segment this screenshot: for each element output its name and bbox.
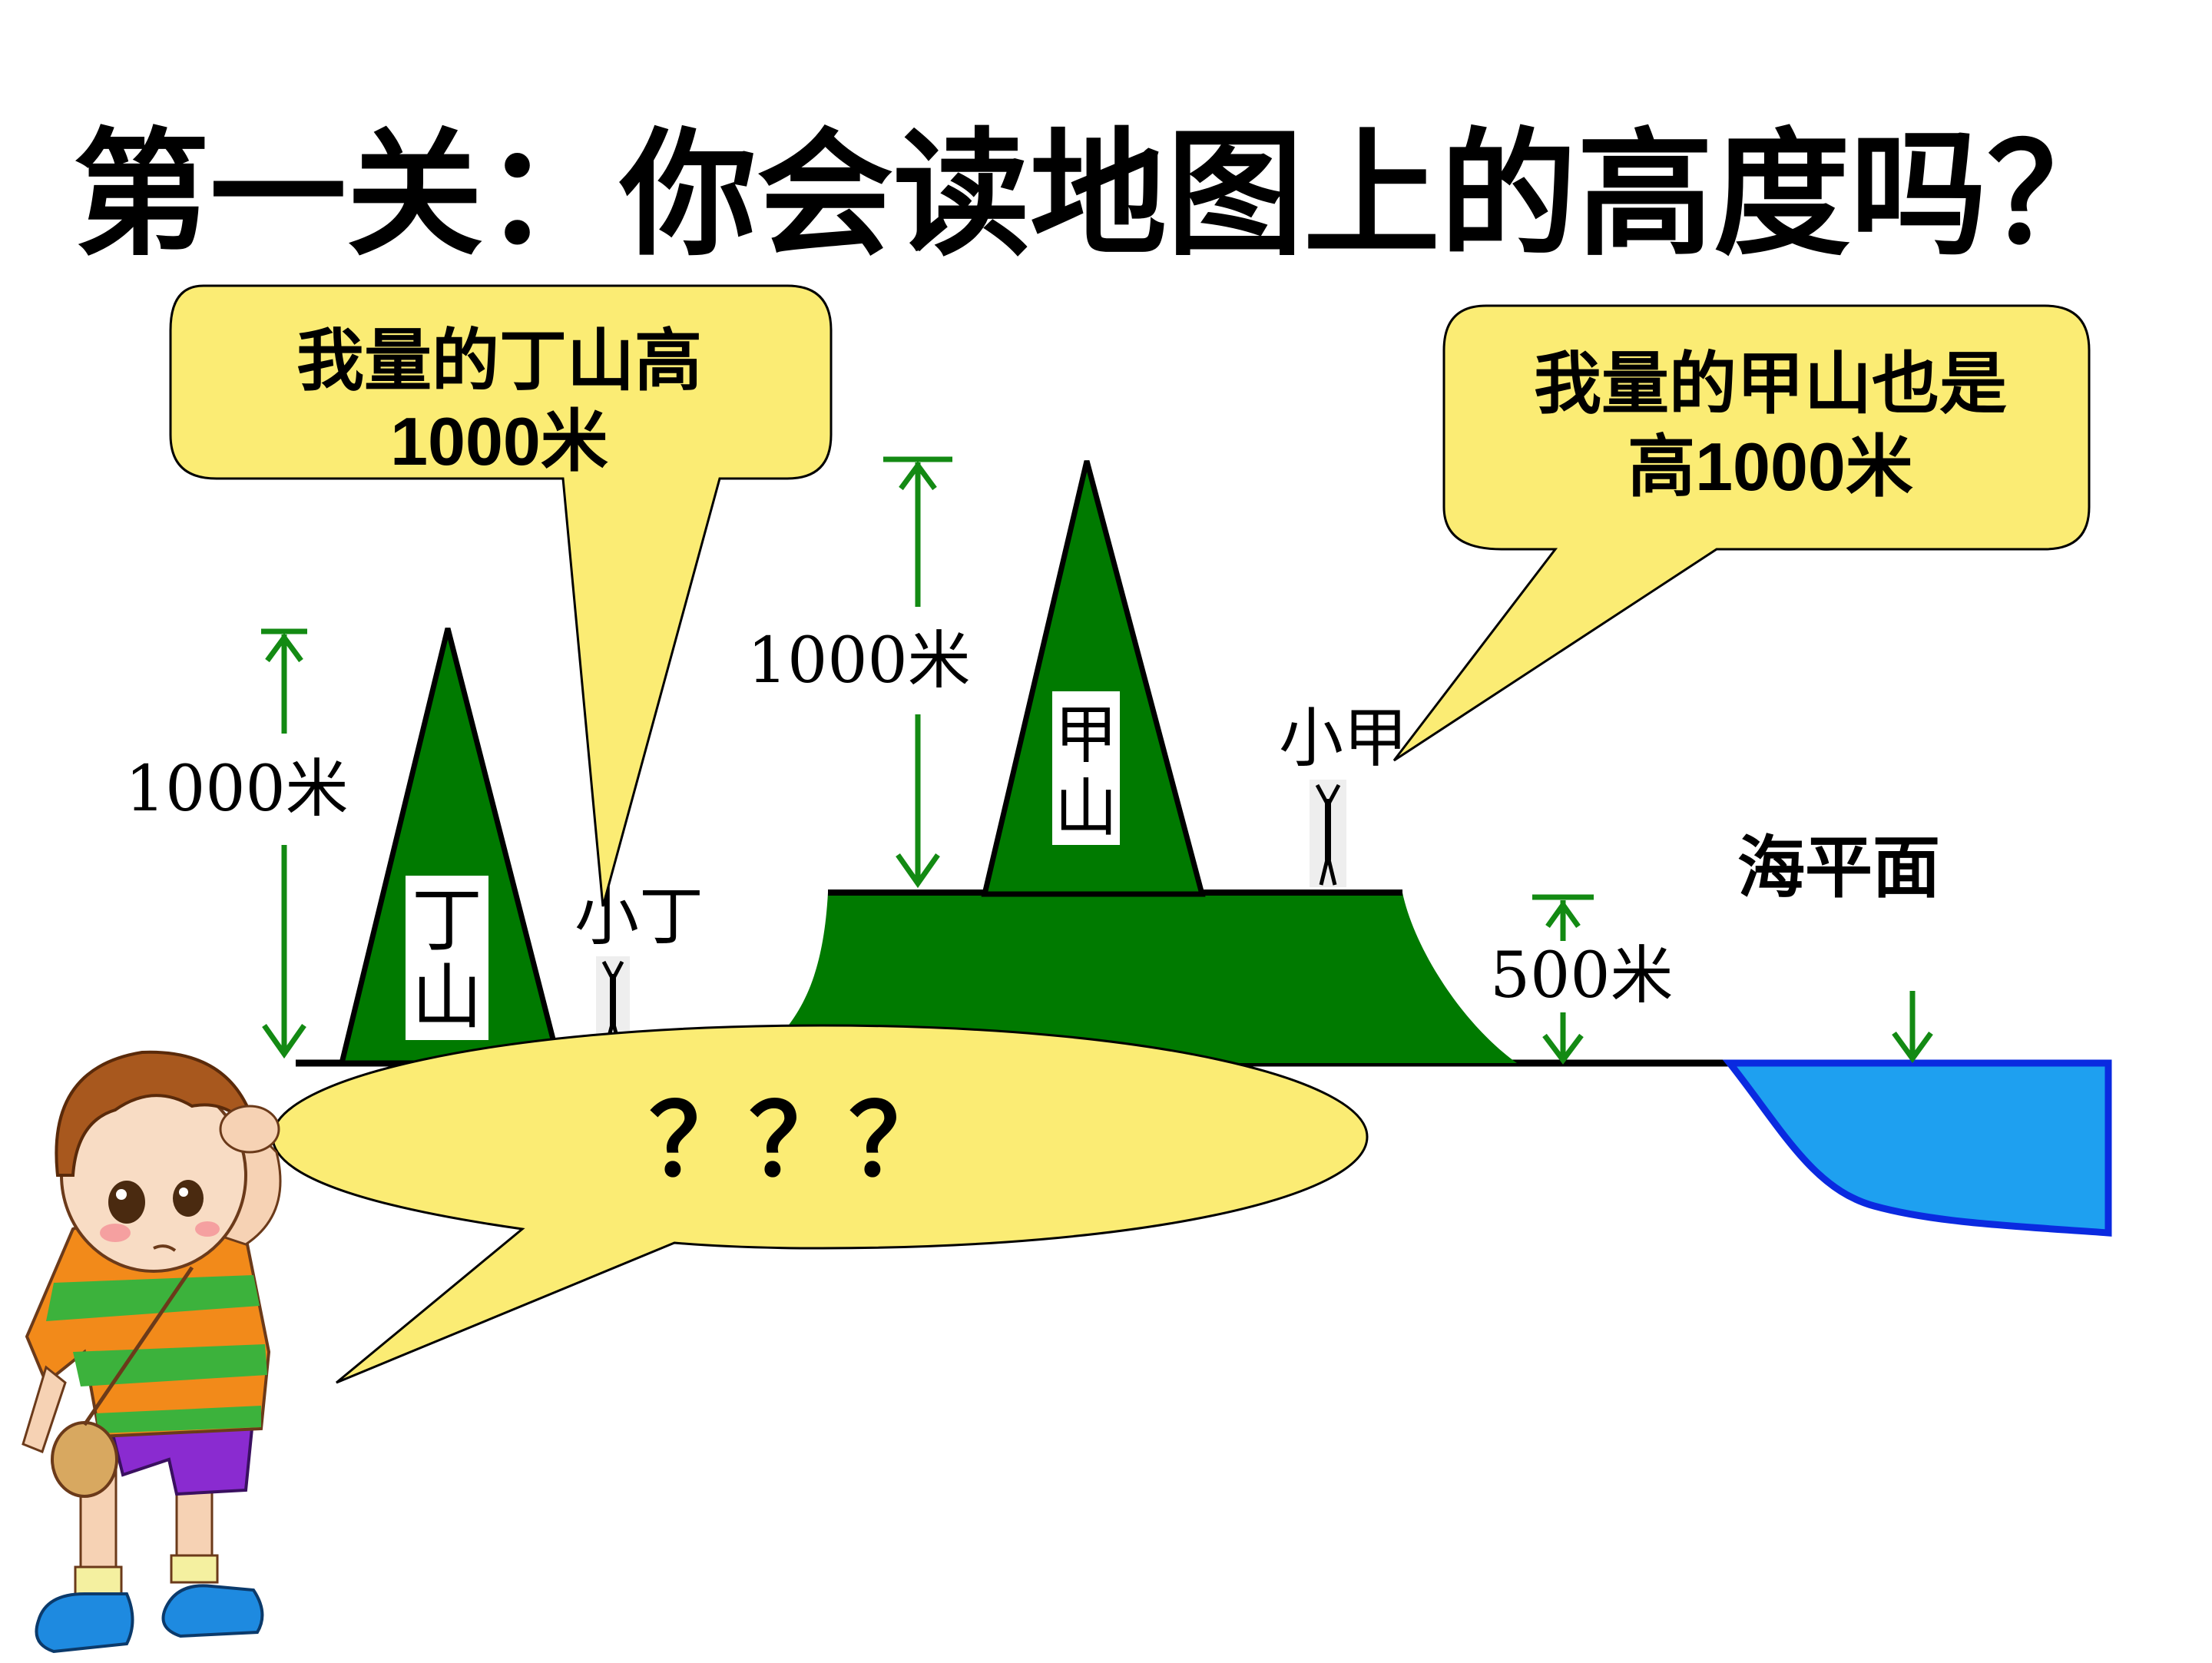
speech-bubble-left-line1: 我量的丁山高 — [296, 323, 702, 399]
height-arrow-jia — [883, 456, 952, 889]
speech-bubble-right-line1: 我量的甲山也是 — [1534, 346, 2007, 422]
speech-bubble-left-line2: 1000米 — [390, 403, 608, 479]
mountain-ding-label-box — [406, 876, 488, 1040]
height-arrow-ding — [261, 628, 307, 1059]
speech-bubble-bottom — [271, 1024, 1369, 1384]
mountain-jia-label-2: 山 — [1055, 772, 1118, 845]
height-label-jia: 1000米 — [747, 624, 971, 697]
height-arrow-plateau — [1532, 894, 1594, 1065]
mountain-jia-label-box — [1052, 691, 1120, 845]
mountain-jia-label-1: 甲 — [1055, 699, 1118, 772]
mountain-jia — [981, 460, 1206, 897]
slide-title: 第一关：你会读地图上的高度吗？ — [73, 114, 2124, 274]
cartoon-boy-icon — [22, 1050, 282, 1654]
sea-area — [1722, 1059, 2112, 1237]
height-label-ding: 1000米 — [125, 753, 349, 826]
person-jia-icon — [1310, 780, 1346, 887]
speech-bubble-right — [1392, 304, 2091, 762]
plateau — [757, 893, 1517, 1063]
mountain-ding-label-2: 山 — [412, 956, 482, 1039]
speech-bubble-left — [169, 284, 833, 907]
person-ding-label: 小丁 — [575, 879, 704, 954]
speech-bubble-right-line2: 高1000米 — [1628, 429, 1913, 505]
person-jia-label: 小甲 — [1279, 701, 1408, 776]
sea-level-arrow — [1892, 991, 1933, 1063]
mountain-ding-label-1: 丁 — [412, 880, 482, 962]
speech-bubble-bottom-text: ？？？ — [649, 1082, 949, 1199]
sea-level-label: 海平面 — [1737, 827, 1940, 907]
height-label-plateau: 500米 — [1490, 939, 1674, 1012]
